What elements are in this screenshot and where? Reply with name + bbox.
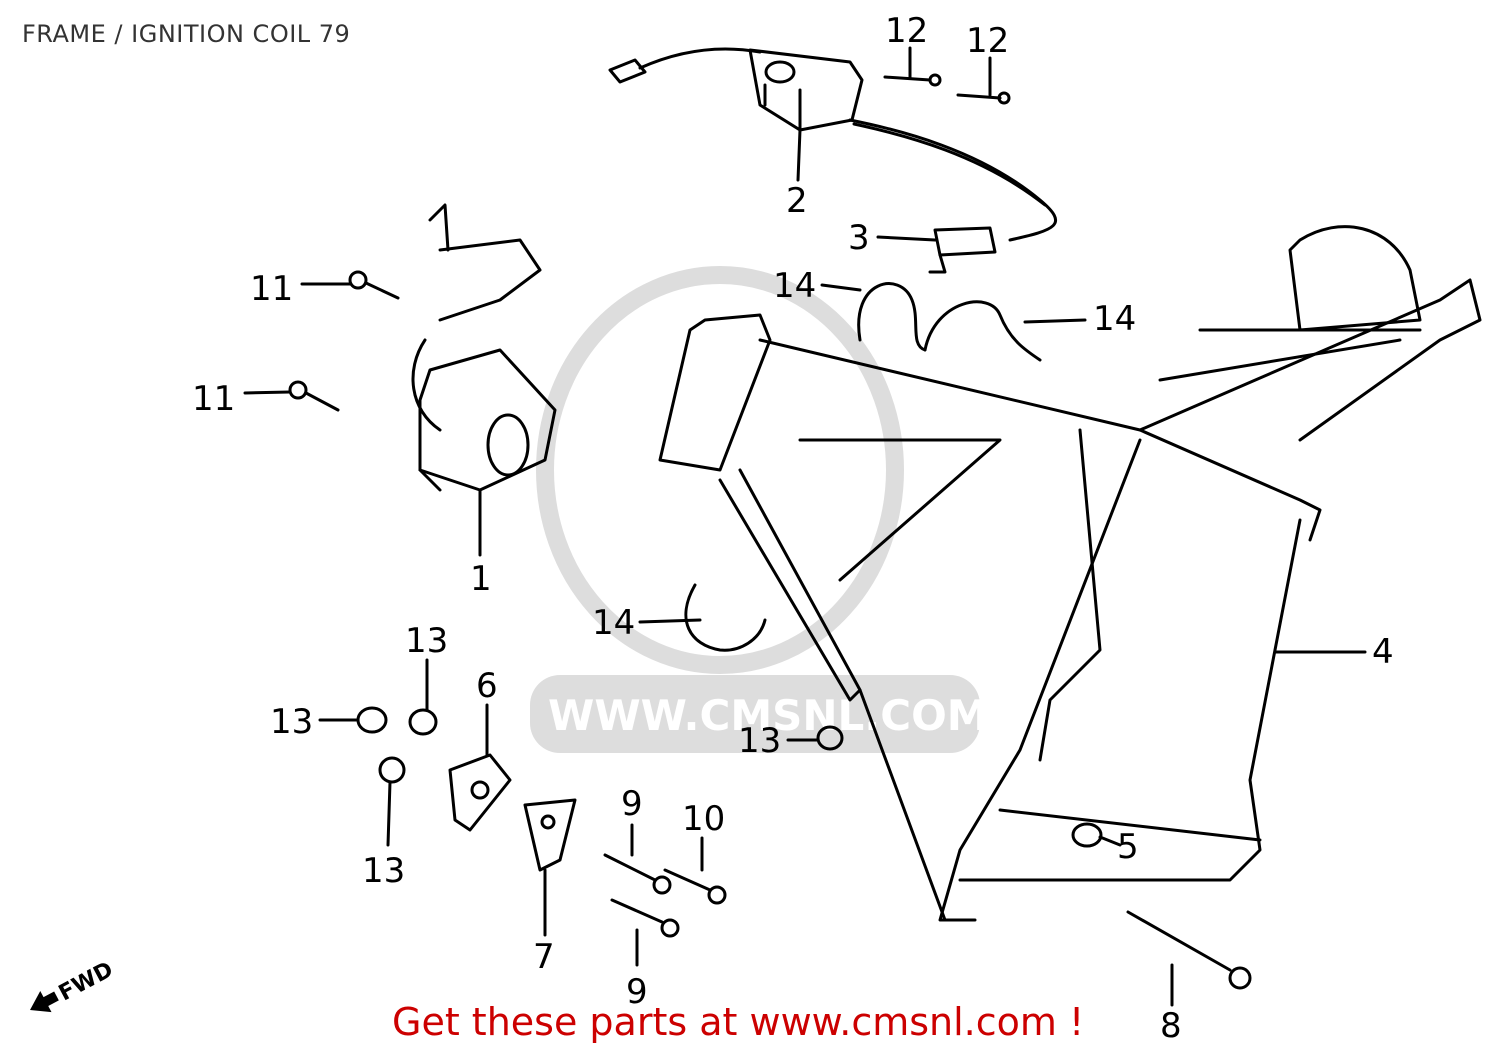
clamp-14b — [923, 300, 1042, 362]
leader-lines — [243, 46, 1367, 1007]
clamp-14c — [684, 583, 767, 652]
bolt-11b — [288, 380, 340, 412]
bolt-8 — [1126, 910, 1252, 990]
main-frame — [658, 225, 1482, 922]
screw-12a — [883, 73, 942, 87]
promo-footer[interactable]: Get these parts at www.cmsnl.com ! — [392, 1000, 1085, 1044]
clamp-14a — [857, 282, 927, 352]
bolt-9a — [603, 853, 672, 895]
callout-9a: 9 — [621, 784, 643, 824]
callout-4: 4 — [1372, 632, 1394, 672]
ignition-coil — [608, 47, 1058, 242]
callout-7: 7 — [533, 937, 555, 977]
watermark: WWW.CMSNL.COM — [530, 266, 989, 753]
watermark-text: WWW.CMSNL.COM — [548, 691, 989, 740]
spark-plug-cap — [928, 226, 997, 274]
callout-12a: 12 — [885, 11, 928, 51]
bracket-7 — [523, 798, 577, 872]
fwd-direction-marker: FWD — [30, 957, 118, 1013]
callout-13b: 13 — [270, 702, 313, 742]
bolt-9b — [610, 898, 680, 938]
callout-5: 5 — [1117, 827, 1139, 867]
callout-6: 6 — [476, 666, 498, 706]
bracket-6 — [448, 753, 512, 832]
callout-11b: 11 — [192, 379, 235, 419]
watermark-logo-ring — [536, 266, 904, 674]
collar-5 — [1071, 822, 1103, 848]
callout-13a: 13 — [405, 621, 448, 661]
fwd-label: FWD — [55, 957, 118, 1006]
callout-2: 2 — [786, 181, 808, 221]
fwd-arrow-icon — [30, 990, 59, 1013]
callout-12b: 12 — [966, 21, 1009, 61]
bolt-11a — [348, 270, 400, 300]
nut-13c — [378, 756, 406, 784]
callout-9b: 9 — [626, 972, 648, 1012]
cdi-unit — [411, 203, 557, 492]
callout-3: 3 — [848, 218, 870, 258]
watermark-banner — [530, 675, 980, 753]
callout-14c: 14 — [592, 603, 635, 643]
bolt-10 — [663, 868, 727, 905]
callout-10: 10 — [682, 799, 725, 839]
nut-13b — [408, 708, 438, 736]
callouts: 12 12 2 3 14 14 11 11 1 14 4 13 13 13 13… — [192, 11, 1394, 1046]
nut-13d — [816, 725, 844, 751]
callout-14a: 14 — [773, 266, 816, 306]
callout-1: 1 — [470, 559, 492, 599]
callout-11a: 11 — [250, 269, 293, 309]
screw-12b — [956, 91, 1011, 105]
callout-13c: 13 — [362, 851, 405, 891]
callout-13d: 13 — [738, 721, 781, 761]
callout-14b: 14 — [1093, 299, 1136, 339]
nut-13a — [356, 706, 388, 734]
callout-8: 8 — [1160, 1006, 1182, 1046]
page-title: FRAME / IGNITION COIL 79 — [22, 20, 351, 48]
